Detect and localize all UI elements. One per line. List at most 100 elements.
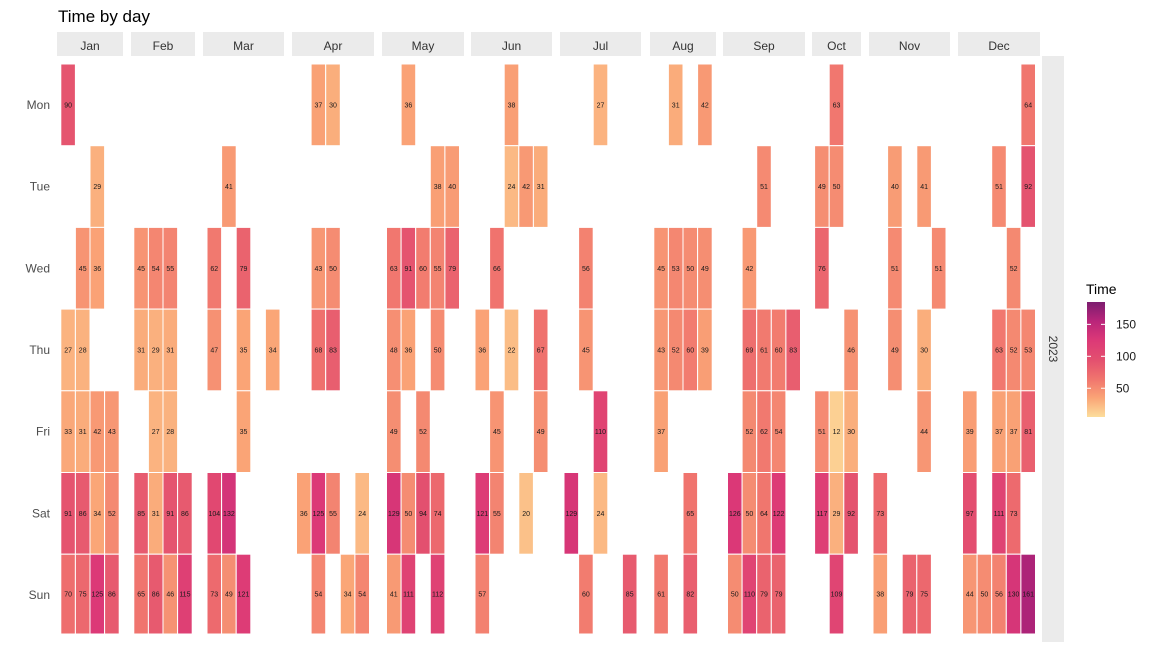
cell-rect — [177, 553, 193, 635]
heatmap-cell: 38 — [872, 553, 889, 635]
month-label-may: May — [412, 39, 435, 53]
cell-value-label: 62 — [210, 266, 218, 273]
cell-value-label: 67 — [537, 347, 545, 354]
legend-colorbar — [1087, 302, 1105, 417]
cell-value-label: 53 — [672, 266, 680, 273]
cell-value-label: 42 — [701, 102, 709, 109]
cell-value-label: 39 — [701, 347, 709, 354]
cell-value-label: 36 — [300, 511, 308, 518]
cell-value-label: 49 — [701, 266, 709, 273]
heatmap-cell: 79 — [901, 553, 918, 635]
heatmap-cell: 60 — [578, 553, 594, 635]
cell-rect — [325, 472, 341, 555]
cell-rect — [1020, 390, 1037, 473]
heatmap-cell: 62 — [756, 390, 772, 473]
cell-value-label: 61 — [657, 592, 665, 599]
heatmap-cell: 24 — [592, 472, 609, 555]
cell-rect — [1020, 553, 1037, 635]
cell-rect — [916, 145, 932, 228]
cell-value-label: 28 — [79, 347, 87, 354]
cell-value-label: 45 — [79, 266, 87, 273]
cell-value-label: 73 — [210, 592, 218, 599]
heatmap-cell: 91 — [60, 472, 76, 555]
heatmap-cell: 27 — [592, 63, 609, 147]
cell-value-label: 41 — [390, 592, 398, 599]
cell-value-label: 130 — [1008, 592, 1020, 599]
heatmap-cell: 36 — [89, 226, 106, 310]
cell-value-label: 83 — [329, 347, 337, 354]
cell-value-label: 91 — [405, 266, 413, 273]
heatmap-cell: 74 — [429, 472, 446, 555]
cell-value-label: 39 — [966, 429, 974, 436]
cell-value-label: 28 — [166, 429, 174, 436]
cell-value-label: 40 — [448, 184, 456, 191]
chart-title: Time by day — [58, 7, 150, 26]
cell-value-label: 29 — [152, 347, 160, 354]
heatmap-cell: 109 — [828, 553, 845, 635]
cell-value-label: 50 — [405, 511, 413, 518]
heatmap-cell: 31 — [667, 63, 684, 147]
cell-value-label: 31 — [152, 511, 160, 518]
heatmap-cell: 36 — [400, 63, 417, 147]
cell-rect — [354, 553, 370, 635]
heatmap-cell: 43 — [104, 390, 120, 473]
heatmap-cell: 36 — [400, 308, 417, 392]
heatmap-cell: 22 — [503, 308, 520, 392]
heatmap-cell: 79 — [235, 226, 252, 310]
heatmap-cell: 41 — [221, 145, 237, 228]
cell-value-label: 117 — [816, 511, 827, 518]
month-strip-aug — [650, 32, 716, 56]
cell-rect — [489, 226, 505, 310]
cell-value-label: 69 — [746, 347, 754, 354]
cell-rect — [429, 553, 446, 635]
heatmap-cell: 79 — [770, 553, 787, 635]
heatmap-cell: 75 — [916, 553, 932, 635]
heatmap-cell: 79 — [756, 553, 772, 635]
heatmap-cell: 12 — [828, 390, 845, 473]
cell-value-label: 36 — [405, 347, 413, 354]
heatmap-cell: 54 — [354, 553, 370, 635]
cell-rect — [429, 308, 446, 392]
cell-rect — [400, 553, 417, 635]
heatmap-cell: 67 — [532, 308, 549, 392]
cell-value-label: 36 — [405, 102, 413, 109]
heatmap-cell: 24 — [354, 472, 370, 555]
heatmap-cell: 91 — [162, 472, 179, 555]
cell-rect — [828, 145, 845, 228]
cell-rect — [682, 553, 699, 635]
cell-value-label: 42 — [93, 429, 101, 436]
cell-value-label: 161 — [1022, 592, 1034, 599]
heatmap-cells: 9027339170452831867529364234125435286453… — [60, 63, 1037, 635]
cell-value-label: 44 — [920, 429, 928, 436]
heatmap-cell: 61 — [653, 553, 669, 635]
cell-value-label: 79 — [760, 592, 768, 599]
cell-value-label: 46 — [166, 592, 174, 599]
heatmap-cell: 42 — [741, 226, 758, 310]
cell-value-label: 86 — [108, 592, 116, 599]
cell-value-label: 109 — [831, 592, 843, 599]
cell-value-label: 41 — [225, 184, 233, 191]
heatmap-cell: 56 — [991, 553, 1007, 635]
heatmap-cell: 35 — [235, 308, 252, 392]
heatmap-cell: 44 — [916, 390, 932, 473]
heatmap-cell: 36 — [474, 308, 491, 392]
heatmap-cell: 37 — [991, 390, 1007, 473]
heatmap-cell: 132 — [221, 472, 237, 555]
cell-rect — [310, 553, 327, 635]
cell-value-label: 49 — [225, 592, 233, 599]
heatmap-cell: 63 — [828, 63, 845, 147]
cell-value-label: 44 — [966, 592, 974, 599]
heatmap-cell: 52 — [667, 308, 684, 392]
cell-value-label: 60 — [775, 347, 783, 354]
cell-value-label: 75 — [79, 592, 87, 599]
cell-value-label: 79 — [775, 592, 783, 599]
cell-value-label: 27 — [597, 102, 605, 109]
cell-value-label: 56 — [995, 592, 1003, 599]
heatmap-cell: 94 — [415, 472, 431, 555]
cell-value-label: 50 — [833, 184, 841, 191]
month-strip-oct — [812, 32, 861, 56]
heatmap-cell: 62 — [206, 226, 223, 310]
heatmap-cell: 73 — [1005, 472, 1022, 555]
month-label-aug: Aug — [672, 39, 693, 53]
